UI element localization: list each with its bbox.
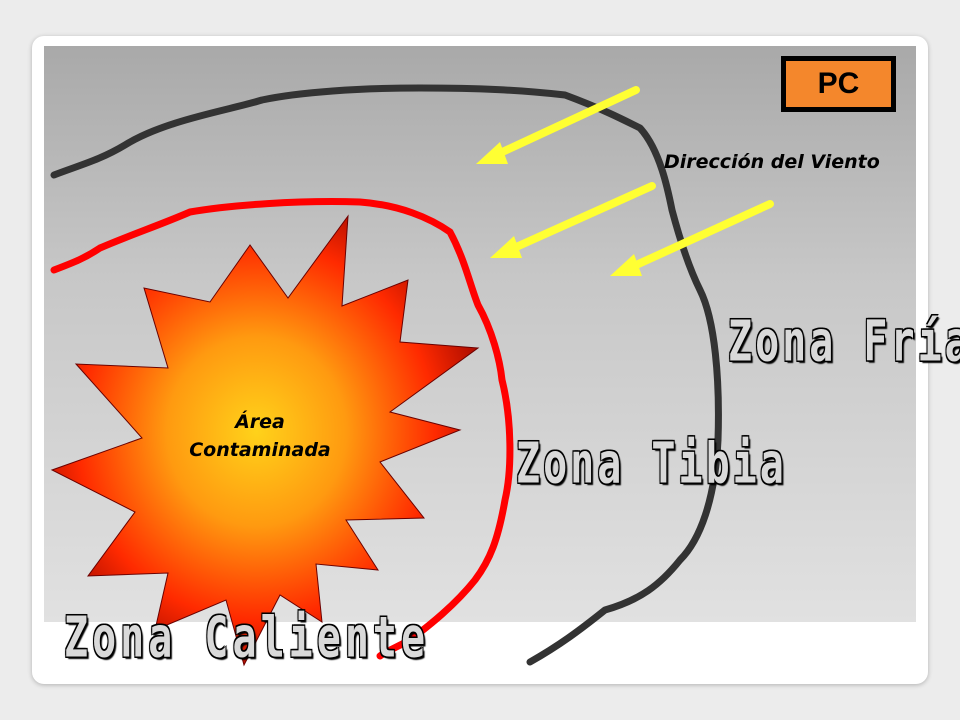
warm-zone-boundary (50, 198, 514, 660)
wind-arrow-icon-2 (490, 182, 656, 258)
pc-command-post-badge: PC (781, 56, 896, 112)
contaminated-area-label: Área Contaminada (155, 408, 365, 464)
warm-zone-label: Zona Tibia (516, 432, 787, 497)
wind-arrow-icon-3 (610, 200, 774, 276)
contamination-starburst-icon (50, 214, 480, 667)
contaminated-area-line2: Contaminada (189, 439, 331, 461)
wind-direction-label: Dirección del Viento (664, 151, 880, 173)
cold-zone-label: Zona Fría (728, 310, 960, 375)
wind-arrow-icon-1 (476, 86, 640, 164)
hot-zone-label: Zona Caliente (64, 606, 430, 671)
cold-zone-boundary (50, 84, 722, 666)
contaminated-area-line1: Área (235, 411, 285, 433)
